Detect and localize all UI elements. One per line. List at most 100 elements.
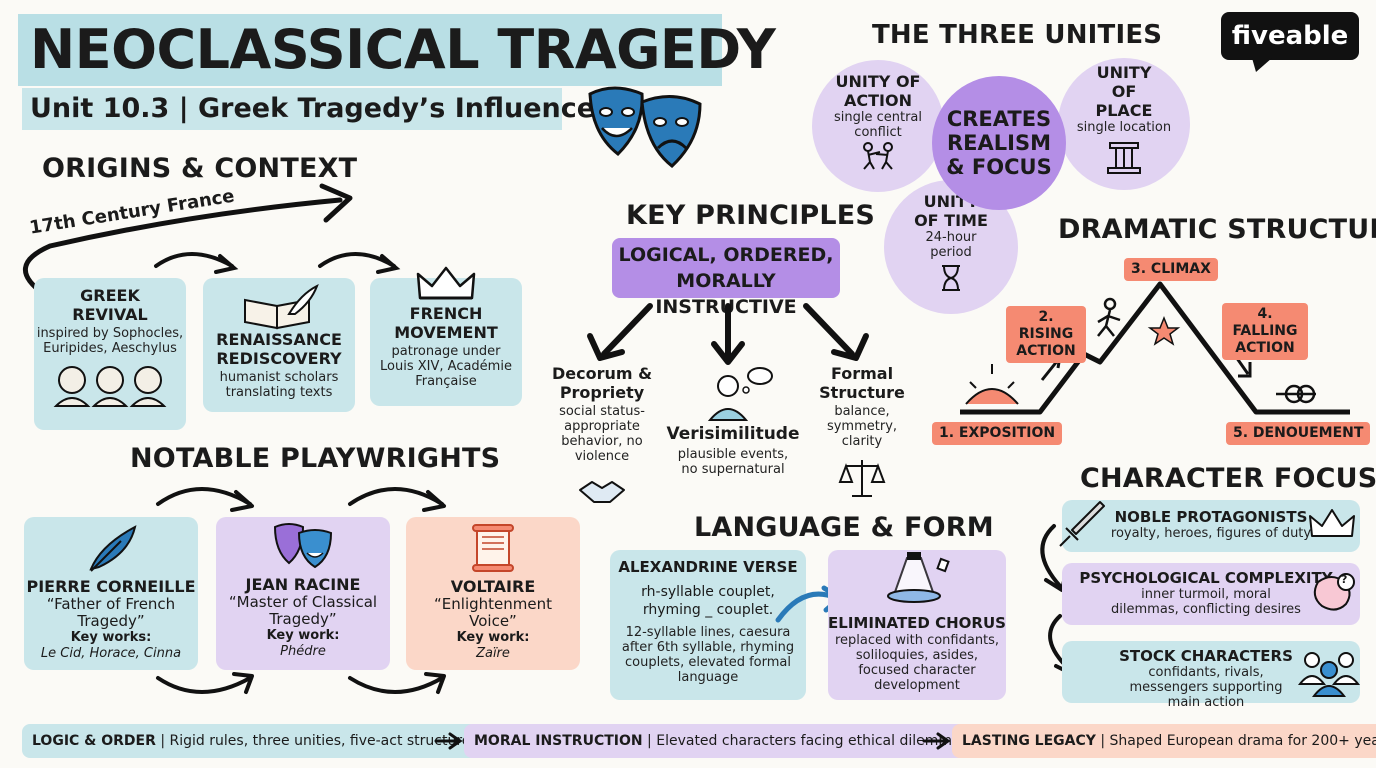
era-arrow: [23, 183, 353, 297]
eliminated-chorus-card: ELIMINATED CHORUS replaced with confidan…: [828, 550, 1006, 700]
unity-desc: single location: [1076, 120, 1172, 135]
footer-label: MORAL INSTRUCTION: [474, 733, 643, 749]
spotlight-icon: [887, 552, 950, 603]
playwright-card-voltaire: VOLTAIRE “Enlightenment Voice” Key work:…: [406, 517, 580, 670]
column-icon: [1107, 142, 1141, 174]
structure-heading: DRAMATIC STRUCTURE: [1058, 214, 1376, 245]
chorus-title: ELIMINATED CHORUS: [828, 614, 1006, 632]
unities-heading: THE THREE UNITIES: [872, 20, 1163, 50]
playwright-card-racine: JEAN RACINE “Master of Classical Tragedy…: [216, 517, 390, 670]
footer-logic-order: LOGIC & ORDER | Rigid rules, three uniti…: [22, 724, 481, 758]
unity-title: UNITY OF ACTION: [835, 72, 921, 110]
playwright-epithet: “Enlightenment Voice”: [434, 595, 552, 630]
playwright-name: PIERRE CORNEILLE: [26, 577, 196, 596]
character-title: STOCK CHARACTERS: [1119, 647, 1293, 665]
character-title: NOBLE PROTAGONISTS: [1114, 508, 1308, 526]
logo-text: fiveable: [1231, 21, 1349, 51]
verse-desc: 12-syllable lines, caesura after 6th syl…: [621, 625, 795, 685]
theater-masks-icon: [588, 86, 702, 168]
principle-desc: social status-appropriate behavior, no v…: [559, 404, 645, 464]
character-desc: confidants, rivals, messengers supportin…: [1129, 665, 1283, 710]
unity-action-circle: UNITY OF ACTION single central conflict: [812, 60, 944, 192]
verse-title: ALEXANDRINE VERSE: [618, 558, 798, 576]
character-desc: inner turmoil, moral dilemmas, conflicti…: [1111, 587, 1301, 617]
hourglass-icon: [942, 265, 960, 291]
origin-card-title: RENAISSANCE REDISCOVERY: [216, 330, 342, 368]
playwright-epithet: “Master of Classical Tragedy”: [228, 593, 378, 628]
origin-card-title: FRENCH MOVEMENT: [394, 304, 498, 342]
origin-card-french-movement: FRENCH MOVEMENT patronage under Louis XI…: [370, 266, 522, 406]
principle-desc: plausible events, no supernatural: [677, 447, 789, 477]
chorus-desc: replaced with confidants, soliloquies, a…: [834, 633, 1000, 693]
principles-core: LOGICAL, ORDERED, MORALLY INSTRUCTIVE: [618, 244, 834, 318]
principles-heading: KEY PRINCIPLES: [626, 200, 876, 231]
scales-icon: [838, 460, 886, 497]
stage-exposition: 1. EXPOSITION: [932, 422, 1063, 445]
page-title: NEOCLASSICAL TRAGEDY: [30, 18, 776, 81]
title-banner: [18, 14, 722, 86]
playwright-works-label: Key work:: [266, 628, 340, 643]
stage-climax: 3. CLIMAX: [1124, 258, 1218, 281]
unity-center: CREATES REALISM & FOCUS: [946, 107, 1052, 179]
character-desc: royalty, heroes, figures of duty: [1110, 526, 1312, 541]
verse-line-2: rhyming _ couplet.: [642, 602, 774, 618]
sword-icon: [1059, 501, 1105, 547]
playwright-name: VOLTAIRE: [450, 577, 536, 596]
book-quill-icon: [244, 283, 319, 330]
thinker-icon: [707, 367, 773, 421]
language-heading: LANGUAGE & FORM: [694, 512, 994, 543]
playwrights-heading: NOTABLE PLAYWRIGHTS: [130, 443, 501, 474]
footer-arrow-1: [434, 732, 463, 750]
character-heading: CHARACTER FOCUS: [1080, 463, 1376, 494]
principles-core-box: [612, 238, 840, 298]
quill-icon: [89, 525, 137, 572]
principle-formal-structure: Formal Structure balance, symmetry, clar…: [812, 364, 912, 449]
verse-line-1: rh-syllable couplet,: [641, 584, 775, 600]
freytag-pyramid: [960, 281, 1350, 415]
origin-card-desc: patronage under Louis XIV, Académie Fran…: [380, 344, 512, 389]
stage-rising-action: 2. RISING ACTION: [1006, 306, 1086, 363]
subtitle-banner: [22, 88, 562, 130]
playwright-works: Phédre: [280, 644, 326, 659]
unity-title: UNITY OF PLACE: [1095, 63, 1153, 120]
character-title: PSYCHOLOGICAL COMPLEXITY: [1079, 569, 1333, 587]
footer-desc: Shaped European drama for 200+ years: [1109, 733, 1376, 749]
principles-arrows: [587, 303, 869, 365]
footer-moral-instruction: MORAL INSTRUCTION | Elevated characters …: [464, 724, 978, 758]
question-mark-icon: ?: [1341, 573, 1348, 586]
group-icon: [1297, 652, 1361, 697]
origins-heading: ORIGINS & CONTEXT: [42, 153, 358, 184]
stage-denouement: 5. DENOUEMENT: [1226, 422, 1371, 445]
principle-title: Decorum & Propriety: [551, 364, 653, 402]
playwright-name: JEAN RACINE: [245, 575, 361, 594]
character-card-stock: STOCK CHARACTERS confidants, rivals, mes…: [1062, 641, 1360, 710]
brain-icon: [1313, 573, 1355, 611]
origin-card-desc: inspired by Sophocles, Euripides, Aeschy…: [36, 326, 184, 356]
footer-label: LASTING LEGACY: [962, 733, 1096, 749]
origin-card-title: GREEK REVIVAL: [72, 286, 148, 324]
playwright-works-label: Key works:: [70, 630, 152, 645]
crown-icon: [416, 266, 476, 300]
busts-icon: [53, 366, 167, 407]
principle-decorum: Decorum & Propriety social status-approp…: [548, 364, 656, 464]
footer-desc: Rigid rules, three unities, five-act str…: [169, 733, 471, 749]
fiveable-logo: [1221, 12, 1359, 60]
stage-falling-action: 4. FALLING ACTION: [1222, 303, 1308, 360]
crown-icon: [1309, 509, 1355, 537]
playwright-epithet: “Father of French Tragedy”: [46, 595, 176, 630]
fighters-icon: [863, 142, 893, 170]
principle-desc: balance, symmetry, clarity: [826, 404, 898, 449]
footer-desc: Elevated characters facing ethical dilem…: [656, 733, 968, 749]
page-subtitle: Unit 10.3 | Greek Tragedy’s Influence: [30, 93, 596, 124]
footer-arrow-2: [922, 732, 951, 750]
playwright-card-corneille: PIERRE CORNEILLE “Father of French Trage…: [24, 517, 198, 670]
playwright-works: Zaïre: [476, 646, 510, 661]
unity-center-circle: CREATES REALISM & FOCUS: [932, 76, 1066, 210]
playwright-works: Le Cid, Horace, Cinna: [40, 646, 182, 661]
playwright-arrows: [156, 487, 446, 694]
principle-title: Formal Structure: [819, 364, 905, 402]
alexandrine-verse-card: ALEXANDRINE VERSE rh-syllable couplet, r…: [610, 550, 806, 700]
unity-desc: single central conflict: [833, 110, 923, 140]
principle-title: Verisimilitude: [666, 424, 800, 444]
character-card-psychological: PSYCHOLOGICAL COMPLEXITY inner turmoil, …: [1062, 563, 1360, 625]
